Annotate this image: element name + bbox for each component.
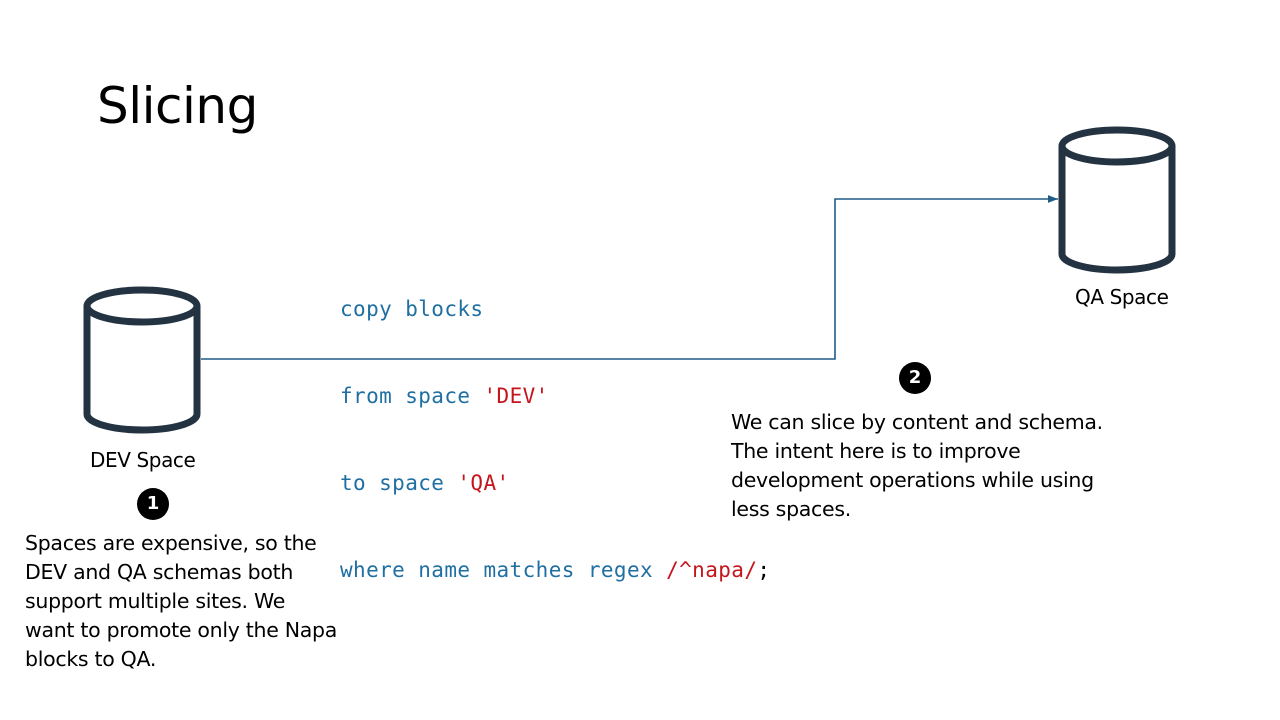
note-line: blocks to QA. <box>25 647 157 671</box>
code-line-2: from space 'DEV' <box>340 382 770 411</box>
dev-space-label: DEV Space <box>90 448 196 472</box>
note-line: The intent here is to improve <box>731 439 1021 463</box>
note-line: Spaces are expensive, so the <box>25 531 317 555</box>
step-2-badge: 2 <box>899 362 931 394</box>
note-line: development operations while using <box>731 468 1094 492</box>
code-keyword: where name matches regex <box>340 558 667 582</box>
code-keyword: from space <box>340 384 484 408</box>
code-string: 'QA' <box>457 471 510 495</box>
note-line: want to promote only the Napa <box>25 618 337 642</box>
code-string: /^napa/ <box>666 558 758 582</box>
code-line-1: copy blocks <box>340 297 484 321</box>
note-line: support multiple sites. We <box>25 589 286 613</box>
code-snippet: copy blocks from space 'DEV' to space 'Q… <box>340 237 770 614</box>
note-line: less spaces. <box>731 497 851 521</box>
qa-space-label: QA Space <box>1075 285 1169 309</box>
step-1-note: Spaces are expensive, so the DEV and QA … <box>25 529 337 674</box>
note-line: DEV and QA schemas both <box>25 560 294 584</box>
code-string: 'DEV' <box>483 384 549 408</box>
code-line-3: to space 'QA' <box>340 469 770 498</box>
code-keyword: to space <box>340 471 458 495</box>
qa-database-icon <box>1058 126 1176 274</box>
step-1-badge: 1 <box>137 488 169 520</box>
step-2-note: We can slice by content and schema. The … <box>731 408 1103 524</box>
code-line-4: where name matches regex /^napa/; <box>340 556 770 585</box>
code-punctuation: ; <box>757 558 771 582</box>
slide-title: Slicing <box>97 77 258 135</box>
dev-database-icon <box>83 286 201 434</box>
note-line: We can slice by content and schema. <box>731 410 1103 434</box>
